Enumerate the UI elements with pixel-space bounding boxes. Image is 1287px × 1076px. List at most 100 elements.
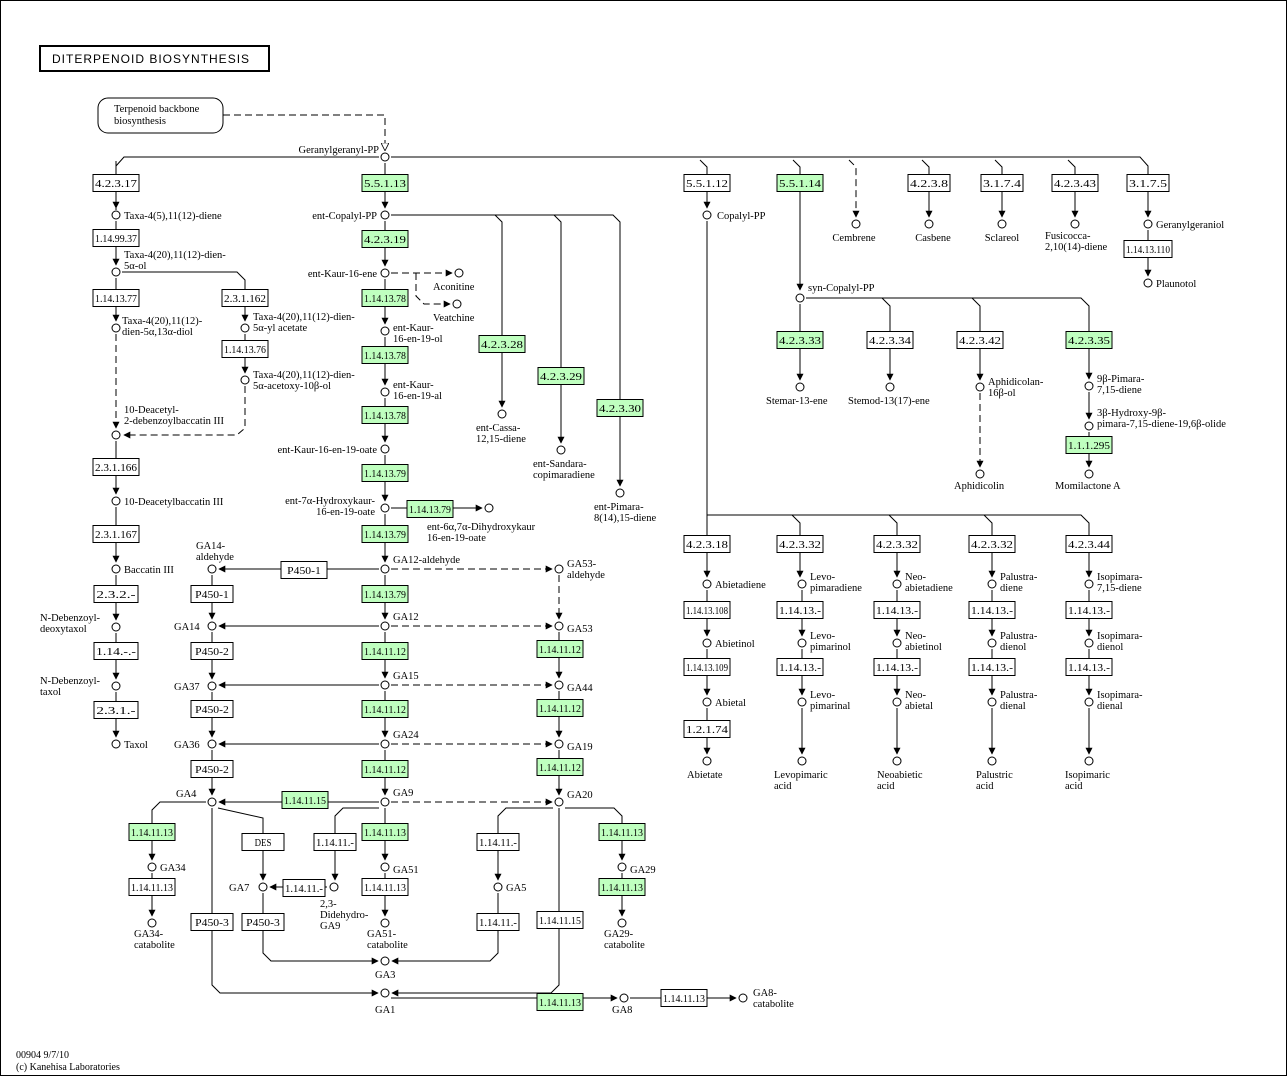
enzyme-box-P450-2[interactable]: P450-2 xyxy=(190,700,234,718)
enzyme-box-1-14-13[interactable]: 1.14.13.- xyxy=(873,601,921,619)
enzyme-box-5-5-1-12[interactable]: 5.5.1.12 xyxy=(683,174,731,192)
compound-taxa-4-20-11-12-dien-5-ol[interactable]: Taxa-4(20),11(12)-dien-5α-ol xyxy=(111,250,226,277)
enzyme-box-1-14-11-12[interactable]: 1.14.11.12 xyxy=(361,760,409,778)
compound-veatchine[interactable]: Veatchine xyxy=(433,299,475,324)
enzyme-box-4-2-3-35[interactable]: 4.2.3.35 xyxy=(1065,331,1113,349)
compound-ga20[interactable]: GA20 xyxy=(554,790,593,807)
compound-baccatin-iii[interactable]: Baccatin III xyxy=(111,564,174,576)
enzyme-box-4-2-3-32[interactable]: 4.2.3.32 xyxy=(873,535,921,553)
enzyme-box-1-14-11-13[interactable]: 1.14.11.13 xyxy=(361,878,409,896)
enzyme-box-1-14-11-12[interactable]: 1.14.11.12 xyxy=(536,640,584,658)
compound-geranylgeraniol[interactable]: Geranylgeraniol xyxy=(1143,219,1224,231)
compound-ga19[interactable]: GA19 xyxy=(554,739,593,753)
compound-ga51[interactable]: GA51 xyxy=(380,862,419,876)
enzyme-box-1-14-13[interactable]: 1.14.13.- xyxy=(1065,601,1113,619)
compound-cembrene[interactable]: Cembrene xyxy=(832,219,876,244)
compound-aconitine[interactable]: Aconitine xyxy=(433,268,475,293)
enzyme-box-2-3-1-166[interactable]: 2.3.1.166 xyxy=(92,458,140,476)
compound-taxol[interactable]: Taxol xyxy=(111,739,148,751)
compound-levo-pimarinal[interactable]: Levo-pimarinal xyxy=(797,690,850,712)
compound-10-deacetyl-2-debenzoylbaccatin-iii[interactable]: 10-Deacetyl-2-debenzoylbaccatin III xyxy=(111,405,224,440)
compound-aphidicolan-16-ol[interactable]: Aphidicolan-16β-ol xyxy=(975,377,1044,399)
enzyme-box-4-2-3-17[interactable]: 4.2.3.17 xyxy=(92,174,140,192)
compound-ent-sandara-copimaradiene[interactable]: ent-Sandara-copimaradiene xyxy=(533,445,595,481)
compound-ga9[interactable]: GA9 xyxy=(380,788,413,807)
enzyme-box-1-14-11-15[interactable]: 1.14.11.15 xyxy=(281,791,329,809)
compound-casbene[interactable]: Casbene xyxy=(915,219,951,244)
enzyme-box-1-14-11-12[interactable]: 1.14.11.12 xyxy=(361,642,409,660)
compound-palustra-dienol[interactable]: Palustra-dienol xyxy=(987,631,1038,653)
enzyme-box-1-14-11-13[interactable]: 1.14.11.13 xyxy=(361,823,409,841)
compound-3-hydroxy-9-pimara-7-15-diene-19-6-olide[interactable]: 3β-Hydroxy-9β-pimara-7,15-diene-19,6β-ol… xyxy=(1084,408,1226,431)
compound-levo-pimarinol[interactable]: Levo-pimarinol xyxy=(797,631,851,653)
enzyme-box-1-14-13-79[interactable]: 1.14.13.79 xyxy=(361,525,409,543)
compound-ga24[interactable]: GA24 xyxy=(380,730,419,749)
map-link-terpenoid-backbone[interactable]: Terpenoid backbone biosynthesis xyxy=(97,97,224,134)
compound-ga8[interactable]: GA8 xyxy=(612,993,632,1016)
enzyme-box-DES[interactable]: DES xyxy=(241,833,285,851)
compound-ga12-aldehyde[interactable]: GA12-aldehyde xyxy=(380,555,460,574)
enzyme-box-P450-3[interactable]: P450-3 xyxy=(241,913,285,931)
enzyme-box-4-2-3-28[interactable]: 4.2.3.28 xyxy=(478,335,526,353)
enzyme-box-1-14-11-13[interactable]: 1.14.11.13 xyxy=(598,823,646,841)
enzyme-box-2-3-1[interactable]: 2.3.1.- xyxy=(93,701,139,719)
enzyme-box-4-2-3-33[interactable]: 4.2.3.33 xyxy=(776,331,824,349)
enzyme-box-4-2-3-32[interactable]: 4.2.3.32 xyxy=(776,535,824,553)
compound-ga1[interactable]: GA1 xyxy=(375,988,395,1016)
compound-stemod-13-17-ene[interactable]: Stemod-13(17)-ene xyxy=(848,382,930,407)
compound-plaunotol[interactable]: Plaunotol xyxy=(1143,278,1196,290)
enzyme-box-4-2-3-30[interactable]: 4.2.3.30 xyxy=(596,399,644,417)
compound-momilactone-a[interactable]: Momilactone A xyxy=(1055,469,1121,492)
compound-10-deacetylbaccatin-iii[interactable]: 10-Deacetylbaccatin III xyxy=(111,496,224,508)
compound-ent-kaur-16-en-19-oate[interactable]: ent-Kaur-16-en-19-oate xyxy=(278,444,390,456)
compound-palustra-dienal[interactable]: Palustra-dienal xyxy=(987,690,1038,712)
enzyme-box-1-14[interactable]: 1.14.-.- xyxy=(93,642,139,660)
enzyme-box-4-2-3-19[interactable]: 4.2.3.19 xyxy=(361,230,409,248)
enzyme-box-1-14-11-13[interactable]: 1.14.11.13 xyxy=(128,823,176,841)
compound-ga53[interactable]: GA53 xyxy=(554,621,593,635)
compound-2-3-didehydro-ga9[interactable]: 2,3-Didehydro-GA9 xyxy=(320,882,369,932)
compound-ga44[interactable]: GA44 xyxy=(554,680,593,694)
compound-copalyl-pp[interactable]: Copalyl-PP xyxy=(702,210,766,222)
enzyme-box-1-14-13[interactable]: 1.14.13.- xyxy=(776,601,824,619)
compound-abietadiene[interactable]: Abietadiene xyxy=(702,579,766,591)
enzyme-box-1-14-13[interactable]: 1.14.13.- xyxy=(776,658,824,676)
compound-ent-kaur-16-en-19-ol[interactable]: ent-Kaur-16-en-19-ol xyxy=(380,323,443,345)
compound-neo-abietadiene[interactable]: Neo-abietadiene xyxy=(892,572,953,594)
compound-isopimara-dienal[interactable]: Isopimara-dienal xyxy=(1084,690,1143,712)
compound-n-debenzoyl-taxol[interactable]: N-Debenzoyl-taxol xyxy=(40,676,121,698)
compound-ent-7-hydroxykaur-16-en-19-oate[interactable]: ent-7α-Hydroxykaur-16-en-19-oate xyxy=(285,496,390,518)
compound-stemar-13-ene[interactable]: Stemar-13-ene xyxy=(766,382,828,407)
compound-ga8-catabolite[interactable]: GA8-catabolite xyxy=(738,988,794,1010)
compound-ga15[interactable]: GA15 xyxy=(380,671,419,690)
enzyme-box-2-3-2[interactable]: 2.3.2.- xyxy=(93,585,139,603)
compound-9-pimara-7-15-diene[interactable]: 9β-Pimara-7,15-diene xyxy=(1084,374,1145,396)
enzyme-box-1-14-13-108[interactable]: 1.14.13.108 xyxy=(683,601,731,619)
enzyme-box-1-14-11-13[interactable]: 1.14.11.13 xyxy=(660,989,708,1007)
compound-ga51-catabolite[interactable]: GA51-catabolite xyxy=(367,918,408,951)
enzyme-box-1-14-13-109[interactable]: 1.14.13.109 xyxy=(683,658,731,676)
enzyme-box-1-14-11-12[interactable]: 1.14.11.12 xyxy=(361,700,409,718)
enzyme-box-P450-2[interactable]: P450-2 xyxy=(190,642,234,660)
enzyme-box-1-14-11-13[interactable]: 1.14.11.13 xyxy=(598,878,646,896)
compound-taxa-4-20-11-12-dien-5-acetoxy-10-ol[interactable]: Taxa-4(20),11(12)-dien-5α-acetoxy-10β-ol xyxy=(240,370,355,392)
enzyme-box-2-3-1-162[interactable]: 2.3.1.162 xyxy=(221,289,269,307)
enzyme-box-4-2-3-32[interactable]: 4.2.3.32 xyxy=(968,535,1016,553)
compound-ga3[interactable]: GA3 xyxy=(375,956,395,981)
compound-ent-kaur-16-en-19-al[interactable]: ent-Kaur-16-en-19-al xyxy=(380,380,442,402)
compound-abietinol[interactable]: Abietinol xyxy=(702,638,755,650)
enzyme-box-4-2-3-42[interactable]: 4.2.3.42 xyxy=(956,331,1004,349)
enzyme-box-1-14-13-110[interactable]: 1.14.13.110 xyxy=(1123,240,1173,258)
compound-abietate[interactable]: Abietate xyxy=(687,756,723,781)
enzyme-box-1-14-11[interactable]: 1.14.11.- xyxy=(313,833,357,851)
enzyme-box-1-14-11-13[interactable]: 1.14.11.13 xyxy=(128,878,176,896)
compound-ga53-aldehyde[interactable]: GA53-aldehyde xyxy=(554,559,605,581)
enzyme-box-1-14-13[interactable]: 1.14.13.- xyxy=(1065,658,1113,676)
compound-abietal[interactable]: Abietal xyxy=(702,697,746,709)
compound-n-debenzoyl-deoxytaxol[interactable]: N-Debenzoyl-deoxytaxol xyxy=(40,613,121,635)
enzyme-box-1-14-11[interactable]: 1.14.11.- xyxy=(476,913,520,931)
